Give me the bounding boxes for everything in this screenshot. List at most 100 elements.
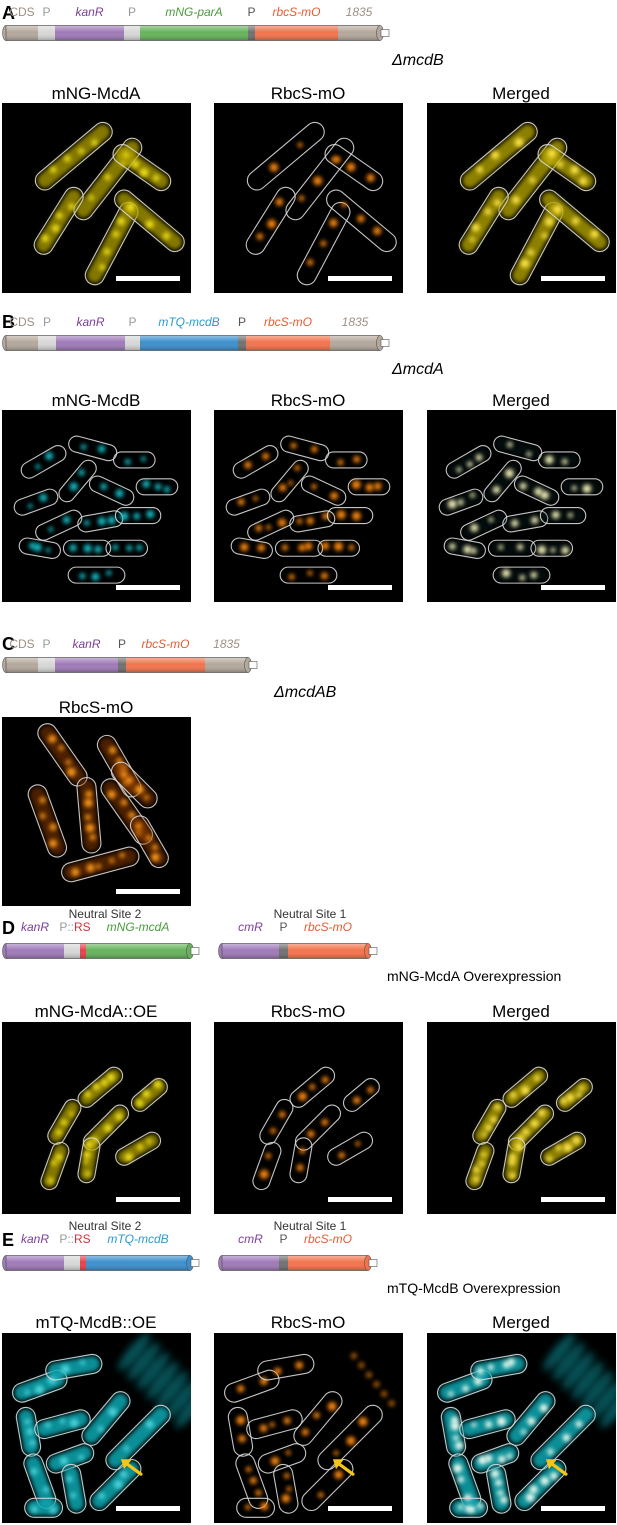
fluorescent-focus xyxy=(237,1385,245,1393)
fluorescent-focus xyxy=(572,1136,581,1145)
fluorescent-focus xyxy=(506,1453,513,1459)
gene-label: CDS xyxy=(9,637,34,651)
fluorescent-focus xyxy=(94,545,102,554)
cell xyxy=(438,488,484,516)
cell xyxy=(115,1131,162,1166)
fluorescent-focus xyxy=(106,1073,115,1082)
fluorescent-focus xyxy=(48,526,54,532)
fluorescent-focus xyxy=(338,1152,345,1159)
cell-outline xyxy=(114,507,162,525)
fluorescent-focus xyxy=(153,1080,162,1089)
fluorescent-focus xyxy=(447,499,457,509)
cell-outline xyxy=(537,451,581,469)
fluorescent-focus xyxy=(146,510,155,519)
fluorescent-focus xyxy=(522,1128,530,1136)
construct-stub xyxy=(248,661,258,669)
cell-fluorescence xyxy=(30,786,65,856)
fluorescent-focus xyxy=(525,1493,535,1502)
fluorescent-focus xyxy=(88,195,94,201)
cell xyxy=(77,1066,124,1108)
fluorescent-focus xyxy=(455,1441,464,1450)
cell-outline xyxy=(114,189,185,253)
fluorescent-focus xyxy=(540,490,550,500)
cell-outline xyxy=(225,488,271,516)
cell-outline xyxy=(61,846,140,883)
fluorescent-focus xyxy=(504,468,515,478)
channel-title: mNG-McdA xyxy=(52,84,141,103)
gene-label: rbcS-mO xyxy=(304,1232,352,1246)
gene-label: rbcS-mO xyxy=(142,637,190,651)
cell xyxy=(445,445,492,479)
fluorescent-focus xyxy=(283,1417,291,1425)
channel-title: RbcS-mO xyxy=(271,391,346,410)
micrograph-row xyxy=(2,103,616,293)
cell xyxy=(230,537,273,560)
gene-label: mNG-parA xyxy=(165,5,222,19)
fluorescent-focus xyxy=(566,1093,575,1102)
cell-outline xyxy=(445,445,492,479)
gene-label: P::RS xyxy=(59,1232,90,1246)
channel-title: RbcS-mO xyxy=(271,1313,346,1332)
channel-title: Merged xyxy=(492,84,550,103)
fluorescent-focus xyxy=(296,518,303,525)
cell-outline xyxy=(33,186,84,255)
fluorescent-focus xyxy=(498,1455,506,1463)
cell-outline xyxy=(245,186,296,255)
cell xyxy=(537,144,597,192)
fluorescent-focus xyxy=(290,442,297,449)
fluorescent-focus xyxy=(481,1151,487,1158)
cell-outline xyxy=(40,1141,70,1191)
micrograph xyxy=(214,1022,403,1214)
segment-shade xyxy=(124,25,140,41)
fluorescent-focus xyxy=(470,492,476,498)
overexpression-label: mNG-McdA Overexpression xyxy=(387,968,561,984)
fluorescent-focus xyxy=(546,1155,553,1162)
cell xyxy=(246,1409,303,1440)
cell xyxy=(539,189,610,253)
cell-outline xyxy=(470,1353,528,1381)
fluorescent-focus xyxy=(306,517,314,525)
segment-shade xyxy=(56,335,125,351)
cell-fluorescence xyxy=(83,1393,128,1444)
gene-label: kanR xyxy=(76,315,104,329)
fluorescent-focus xyxy=(78,1454,85,1461)
cell xyxy=(135,478,179,496)
cell-outline xyxy=(270,459,309,503)
cell xyxy=(285,137,355,221)
cell xyxy=(502,1066,549,1108)
fluorescent-focus xyxy=(113,1479,123,1489)
fluorescent-focus xyxy=(366,173,375,182)
fluorescent-focus xyxy=(313,176,323,186)
gene-label: P xyxy=(279,920,287,934)
fluorescent-focus xyxy=(89,834,96,841)
cell xyxy=(246,121,325,191)
arrow-icon xyxy=(545,1459,568,1476)
channel-title: mNG-McdA::OE xyxy=(35,1002,158,1021)
segment-shade xyxy=(55,657,118,673)
segment-shade xyxy=(248,25,255,41)
scale-bar xyxy=(328,585,392,590)
cell-outline xyxy=(537,144,597,192)
fluorescent-focus xyxy=(99,264,106,271)
micrograph xyxy=(2,717,191,906)
fluorescent-focus xyxy=(519,574,526,581)
fluorescent-focus xyxy=(527,1417,536,1426)
cell xyxy=(88,475,135,506)
cell xyxy=(449,1497,489,1518)
fluorescent-focus xyxy=(534,487,543,496)
fluorescent-focus xyxy=(115,489,124,498)
gene-label: rbcS-mO xyxy=(273,5,321,19)
cell xyxy=(62,539,112,557)
fluorescent-focus xyxy=(556,161,564,168)
segment-shade xyxy=(64,943,86,959)
channel-title: Merged xyxy=(492,391,550,410)
fluorescent-focus xyxy=(471,1422,477,1428)
gene-label: P xyxy=(43,315,51,329)
fluorescent-focus xyxy=(477,1503,484,1509)
fluorescent-focus xyxy=(91,139,98,146)
channel-title: RbcS-mO xyxy=(59,698,134,717)
fluorescent-focus xyxy=(269,1422,275,1428)
fluorescent-focus xyxy=(27,503,33,509)
fluorescent-focus xyxy=(60,1119,68,1126)
fluorescent-focus xyxy=(537,545,547,555)
